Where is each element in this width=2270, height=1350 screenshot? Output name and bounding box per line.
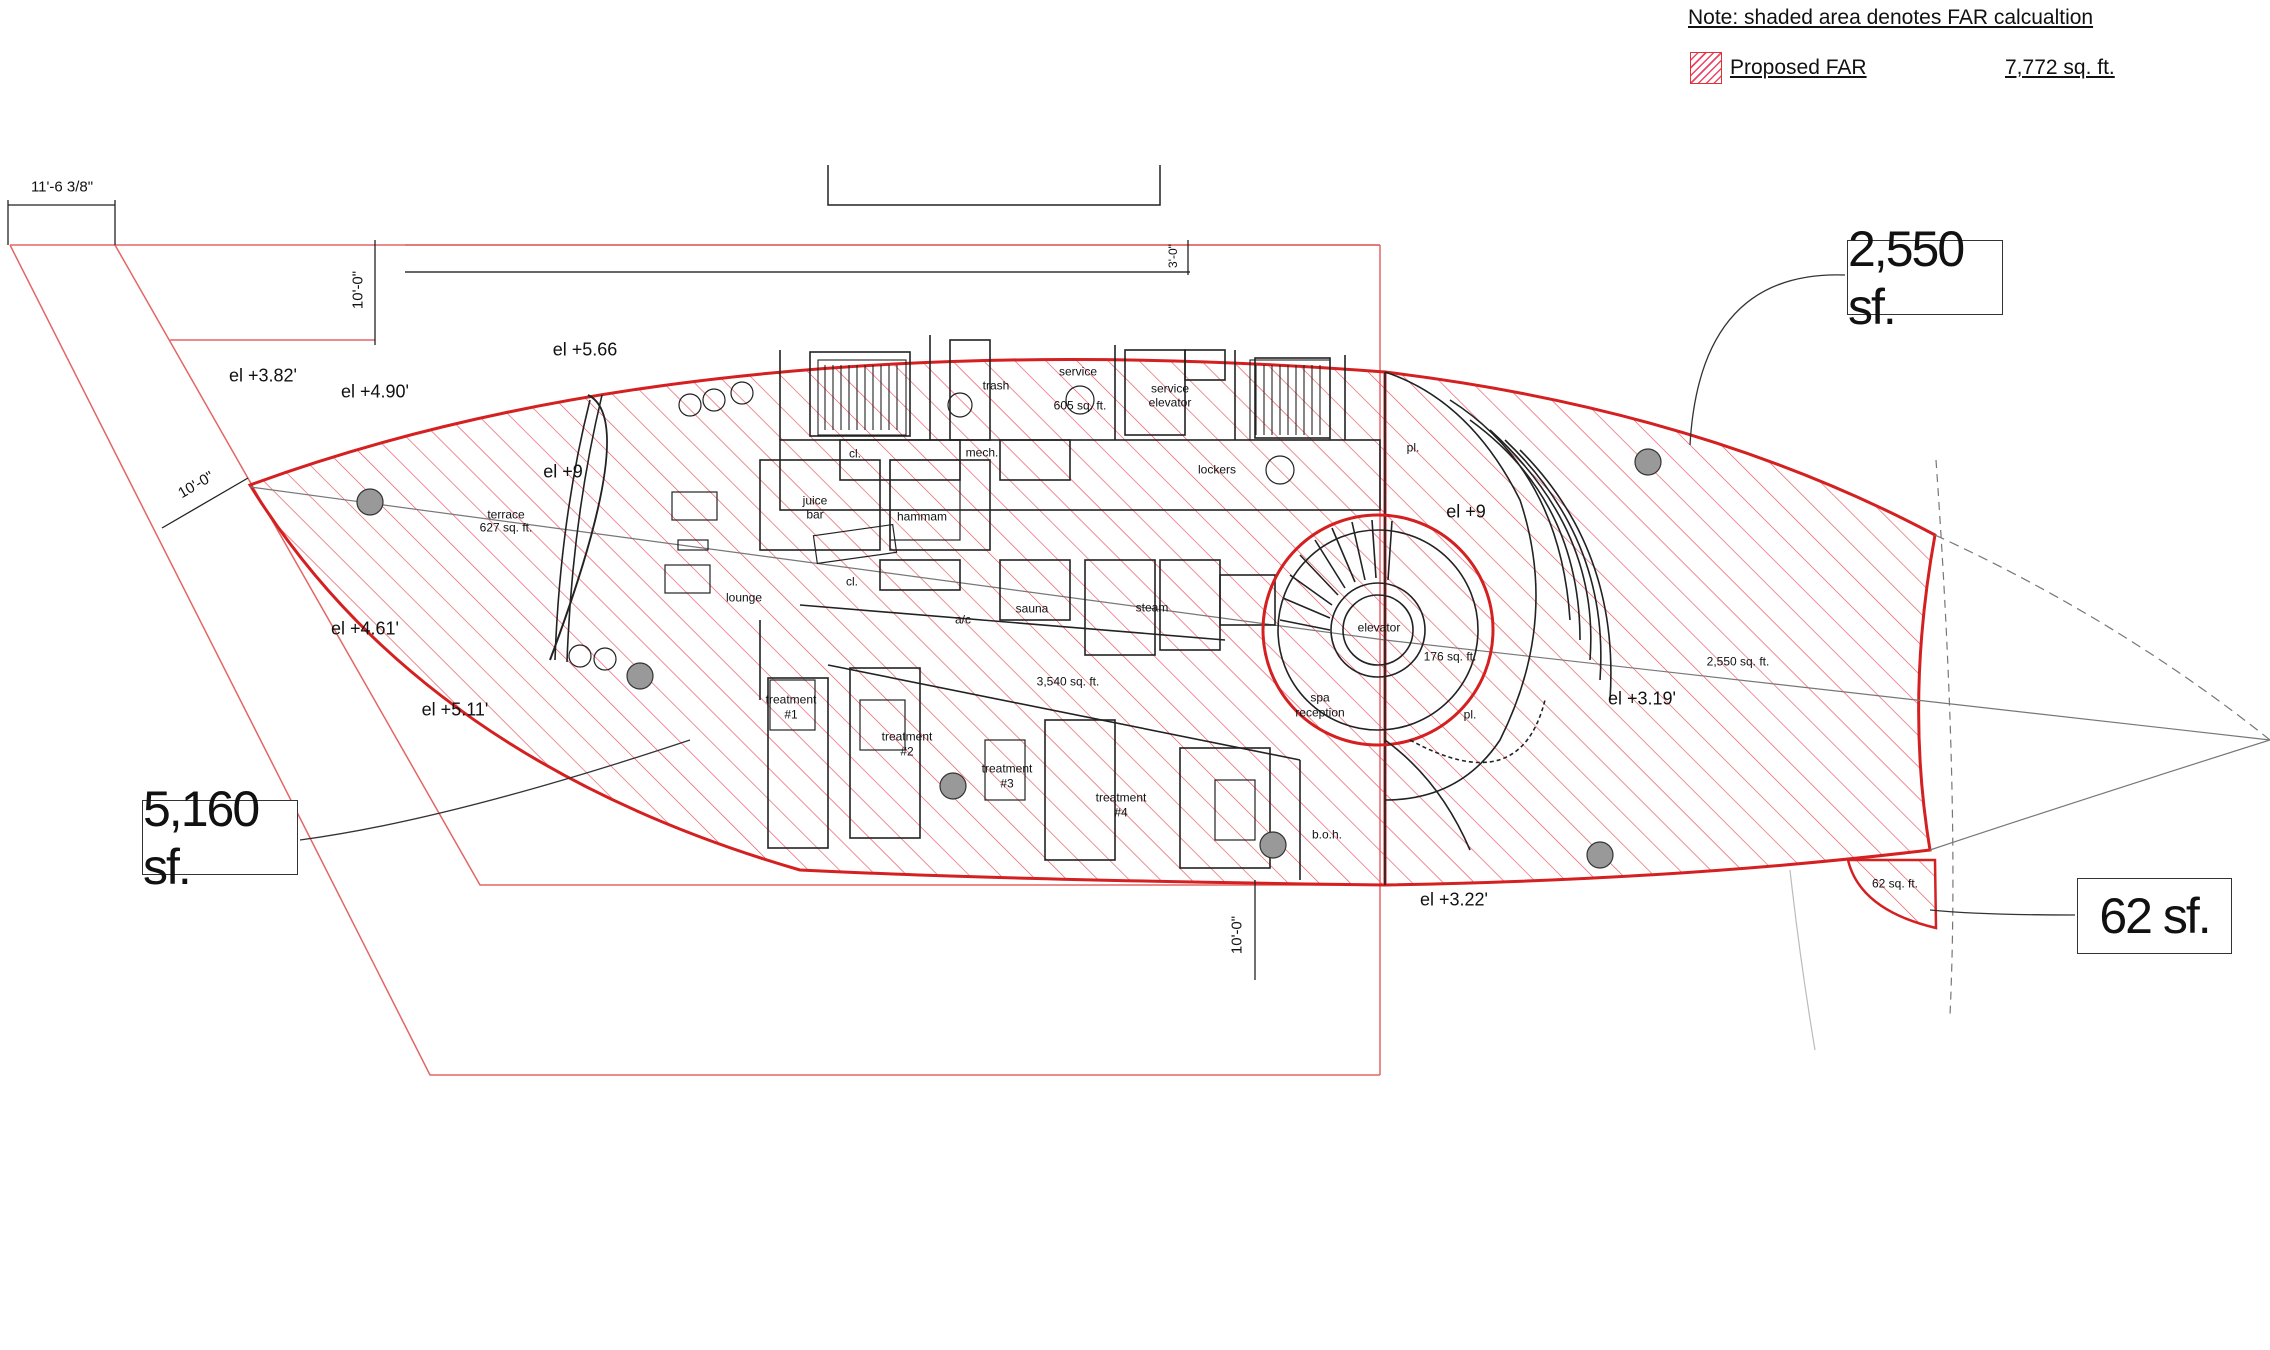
column bbox=[356, 488, 384, 516]
room-label-plant: pl. bbox=[1406, 440, 1420, 455]
elevation-label: el +9 bbox=[1446, 501, 1486, 522]
room-label-boh: b.o.h. bbox=[1311, 827, 1343, 842]
room-label-elevator: elevator bbox=[1357, 620, 1401, 635]
room-label-terrace: terrace bbox=[487, 507, 525, 522]
column bbox=[1259, 831, 1287, 859]
elevation-label: el +5.66 bbox=[552, 339, 618, 360]
elevation-label: el +3.19' bbox=[1608, 688, 1676, 709]
callout-right-bottom-area: 62 sf. bbox=[2077, 878, 2232, 954]
room-label-juice-bar: juice bbox=[802, 493, 828, 508]
callout-left-area: 5,160 sf. bbox=[142, 781, 298, 895]
room-label-service-elevator: service bbox=[1150, 381, 1190, 396]
room-label-plant: pl. bbox=[1463, 707, 1477, 722]
room-label-spa-reception: reception bbox=[1295, 705, 1345, 720]
elevation-label: el +4.90' bbox=[341, 381, 409, 402]
room-label-sauna: sauna bbox=[1015, 601, 1049, 616]
elevation-label: el +5.11' bbox=[421, 699, 489, 720]
central-elevator-core bbox=[1261, 371, 1612, 851]
interior-walls bbox=[554, 335, 1386, 885]
room-label-treatment-3: treatment bbox=[981, 761, 1033, 776]
far-legend-swatch bbox=[1690, 52, 1722, 84]
room-label-treatment-3: #3 bbox=[1000, 776, 1014, 791]
far-legend-label: Proposed FAR bbox=[1730, 56, 1867, 79]
column bbox=[626, 662, 654, 690]
dimension-label: 10'-0" bbox=[1228, 915, 1246, 955]
callout-right-top-area: 2,550 sf. bbox=[1847, 221, 2003, 335]
room-label-treatment-1: treatment bbox=[765, 692, 817, 707]
room-area-terrace: 627 sq. ft. bbox=[479, 520, 533, 535]
elevation-label: el +3.82' bbox=[229, 365, 297, 386]
stairs bbox=[817, 359, 1331, 441]
room-label-closet: cl. bbox=[849, 446, 861, 461]
room-label-treatment-4: #4 bbox=[1114, 805, 1128, 820]
room-label-treatment-2: #2 bbox=[900, 744, 914, 759]
room-label-lounge: lounge bbox=[725, 590, 763, 605]
room-label-treatment-2: treatment bbox=[881, 729, 933, 744]
room-label-hammam: hammam bbox=[896, 509, 948, 524]
elevation-label: el +9 bbox=[543, 461, 583, 482]
room-label-juice-bar: bar bbox=[806, 507, 824, 522]
furniture bbox=[568, 381, 1295, 841]
column bbox=[1586, 841, 1614, 869]
far-region-right bbox=[1383, 370, 1937, 887]
room-label-ac: a/c bbox=[954, 612, 972, 627]
column bbox=[939, 772, 967, 800]
room-label-closet: cl. bbox=[846, 574, 858, 589]
elevation-label: el +4.61' bbox=[331, 618, 399, 639]
room-label-service: service bbox=[1058, 364, 1098, 379]
dimension-label: 11'-6 3/8" bbox=[30, 178, 94, 196]
room-area-service: 605 sq. ft. bbox=[1053, 398, 1107, 413]
far-legend-value: 7,772 sq. ft. bbox=[2005, 56, 2115, 79]
far-note: Note: shaded area denotes FAR calcualtio… bbox=[1688, 6, 2094, 29]
dimension-label: 3'-0" bbox=[1166, 244, 1180, 268]
dimension-lines bbox=[7, 200, 1256, 980]
room-label-treatment-4: treatment bbox=[1095, 790, 1147, 805]
far-region-main bbox=[247, 358, 1387, 887]
room-label-service-elevator: elevator bbox=[1148, 395, 1192, 410]
room-label-lockers: lockers bbox=[1197, 462, 1237, 477]
columns bbox=[356, 448, 1662, 869]
room-area-main: 3,540 sq. ft. bbox=[1036, 674, 1100, 689]
room-label-steam: steam bbox=[1135, 600, 1169, 615]
top-building-edge bbox=[827, 165, 1161, 206]
room-area-elevator: 176 sq. ft. bbox=[1423, 649, 1477, 664]
column bbox=[1634, 448, 1662, 476]
room-label-treatment-1: #1 bbox=[784, 707, 798, 722]
dimension-label: 10'-0" bbox=[349, 270, 367, 310]
far-region-small bbox=[1846, 858, 1938, 930]
callout-leaders bbox=[299, 274, 2076, 916]
room-area-small: 62 sq. ft. bbox=[1871, 876, 1919, 891]
room-area-right: 2,550 sq. ft. bbox=[1706, 654, 1770, 669]
room-label-mech: mech. bbox=[965, 445, 999, 460]
room-label-trash: trash bbox=[982, 378, 1010, 393]
room-label-spa-reception: spa bbox=[1310, 690, 1330, 705]
elevation-label: el +3.22' bbox=[1420, 889, 1488, 910]
